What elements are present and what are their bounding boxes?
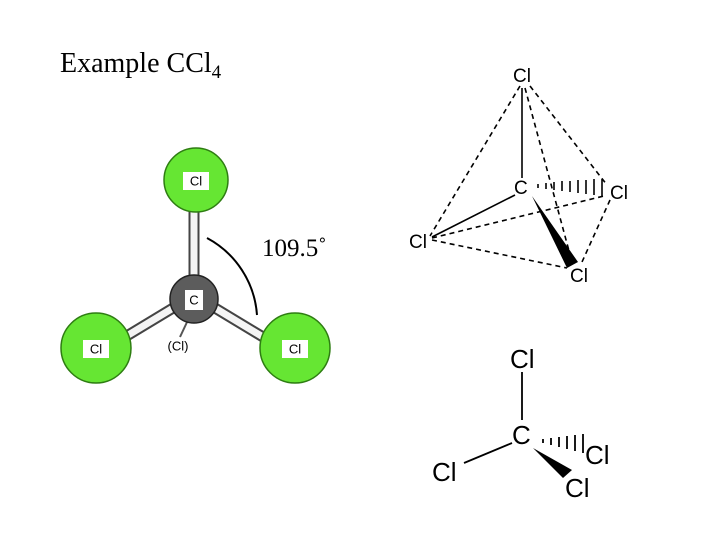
- chlorine-label-right: Cl: [289, 342, 301, 357]
- ball-and-stick-model: Cl Cl Cl C (Cl) 109.5˚: [60, 147, 331, 384]
- carbon-label: C: [189, 293, 198, 308]
- tetra-edge: [429, 85, 521, 237]
- label-box-right: [282, 340, 308, 358]
- tetra-right-cl: Cl: [610, 183, 628, 204]
- tetra-top-cl: Cl: [513, 66, 531, 87]
- bond-angle-label: 109.5˚: [262, 235, 327, 262]
- tetra-edge: [431, 195, 605, 239]
- carbon-label-box: [185, 290, 203, 310]
- tetra-wedge-bond: [532, 196, 578, 268]
- tetra-edge: [431, 239, 568, 269]
- chlorine-label-top: Cl: [190, 174, 202, 189]
- title-text: Example CCl: [60, 48, 212, 79]
- tetra-edge: [529, 85, 608, 186]
- tetra-edge: [524, 87, 573, 263]
- wedge-hashed-bond: [542, 434, 584, 453]
- label-box-top: [183, 172, 209, 190]
- wedge-top-cl: Cl: [510, 344, 535, 374]
- wedge-right-cl: Cl: [585, 440, 610, 470]
- bond-back: [179, 319, 189, 338]
- tetra-carbon: C: [514, 178, 528, 199]
- tetra-edge: [581, 199, 611, 263]
- bond-right-inner: [208, 302, 270, 343]
- tetrahedron-labels: Cl C Cl Cl Cl: [409, 66, 628, 287]
- tetra-bond-left: [431, 194, 516, 238]
- bond-left-inner: [118, 302, 180, 343]
- wedge-bottom-cl: Cl: [565, 473, 590, 503]
- wedge-solid-bond: [533, 448, 572, 478]
- slide-title: Example CCl4: [60, 48, 221, 84]
- tetrahedron-diagram: [429, 85, 611, 269]
- tetra-hashed-bond: [537, 179, 603, 196]
- tetra-left-cl: Cl: [409, 232, 427, 253]
- wedge-left-cl: Cl: [432, 457, 457, 487]
- label-box-left: [83, 340, 109, 358]
- chlorine-label-left: Cl: [90, 342, 102, 357]
- wedge-carbon: C: [512, 420, 531, 450]
- tetra-bottom-cl: Cl: [570, 266, 588, 287]
- wedge-bond-left: [463, 442, 513, 464]
- wedge-dash-structure: [463, 372, 584, 478]
- back-chlorine-label: (Cl): [168, 339, 189, 354]
- wedge-structure-labels: Cl C Cl Cl Cl: [432, 344, 610, 503]
- angle-arc: [206, 237, 258, 316]
- title-subscript: 4: [211, 62, 222, 83]
